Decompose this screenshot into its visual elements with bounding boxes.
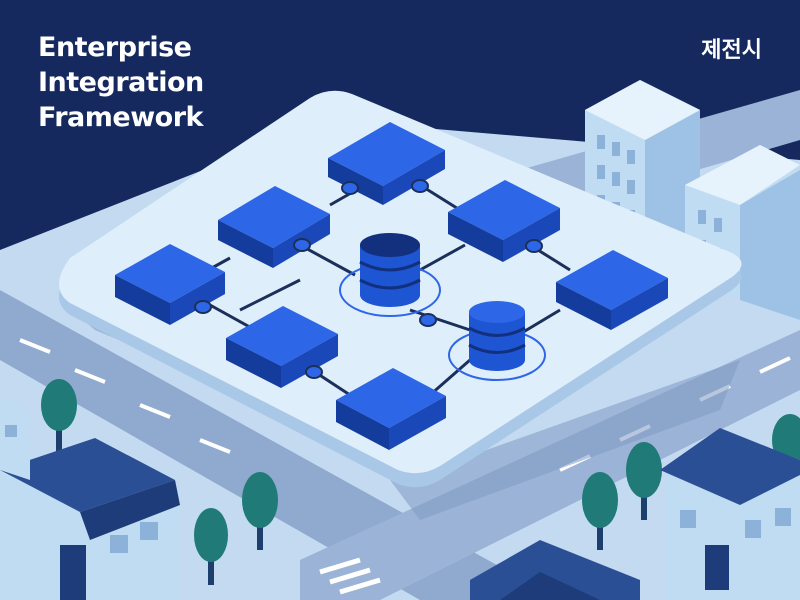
network-node-icon bbox=[336, 368, 446, 450]
tree-icon bbox=[194, 508, 228, 585]
network-node-icon bbox=[226, 306, 338, 388]
brand-label: 제전시 bbox=[701, 38, 762, 63]
database-icon bbox=[448, 301, 546, 381]
network-node-icon bbox=[115, 244, 225, 325]
platform-shadow bbox=[60, 300, 740, 520]
network-node-icon bbox=[556, 250, 668, 330]
database-icon bbox=[339, 233, 441, 317]
network-node-icon bbox=[328, 122, 445, 205]
house-icon bbox=[470, 540, 640, 600]
tree-icon bbox=[242, 472, 278, 550]
title-line: Framework bbox=[38, 102, 203, 133]
house-icon bbox=[0, 438, 180, 600]
house-icon bbox=[0, 395, 30, 480]
crosswalk bbox=[319, 557, 381, 595]
tree-icon bbox=[626, 442, 662, 520]
tree-icon bbox=[582, 472, 618, 550]
title-line: Enterprise bbox=[38, 32, 192, 63]
house-icon bbox=[660, 428, 800, 600]
network-node-icon bbox=[448, 180, 560, 262]
connector-dots bbox=[194, 179, 543, 379]
title-line: Integration bbox=[38, 67, 204, 98]
tree-icon bbox=[41, 379, 77, 452]
page-title: Enterprise Integration Framework bbox=[38, 30, 204, 135]
